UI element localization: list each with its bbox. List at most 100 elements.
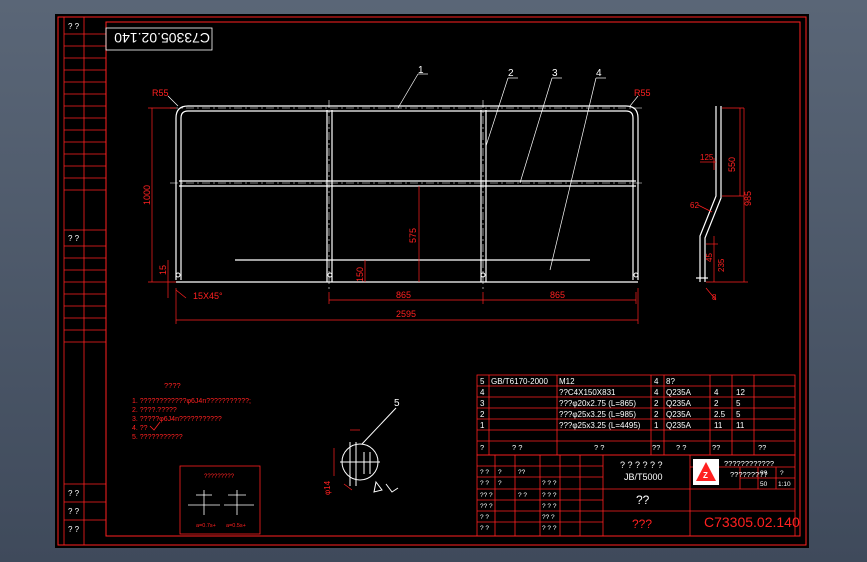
title-block-grid (476, 454, 796, 537)
outer-border (57, 16, 807, 546)
bom-1-w1: 11 (714, 421, 723, 430)
dim-150: 150 (355, 267, 365, 282)
callout-3: 3 (552, 68, 558, 79)
side-dimension-lines (697, 107, 748, 301)
company-logo: Z (693, 459, 719, 485)
bom-1-name: ???φ25x3.25 (L=4495) (559, 421, 641, 430)
dim-d14: φ14 (323, 480, 332, 495)
title-block-cell-marks: ? ???? ? ??? ? ? ?? ?? ?? ? ? ?? ?? ? ? … (480, 469, 557, 532)
bom-3-qty: 2 (654, 399, 659, 408)
bom-h-no: ? (480, 443, 484, 452)
side-label-b1: ? ? (68, 489, 80, 498)
drawing-sheet (55, 14, 809, 548)
bom-row-5: 5 GB/T6170-2000 M12 4 8? (480, 377, 675, 386)
callout-5: 5 (394, 398, 400, 409)
bom-5-code: GB/T6170-2000 (491, 377, 548, 386)
dim-62: 62 (690, 201, 699, 210)
bom-2-mat: Q235A (666, 410, 692, 419)
dim-1000: 1000 (142, 185, 152, 205)
callout-1: 1 (418, 65, 424, 76)
dim-550: 550 (727, 157, 737, 172)
svg-text:? ?: ? ? (480, 514, 489, 521)
bom-3-no: 3 (480, 399, 485, 408)
weld-title: ????????? (204, 474, 235, 480)
svg-text:? ?: ? ? (480, 480, 489, 487)
note-4-mark (149, 421, 161, 431)
title-name-cell: ??? (632, 517, 652, 531)
callout-2: 2 (508, 68, 514, 79)
rotated-number-box (105, 27, 213, 51)
unit-block-text2: ????????? (730, 470, 768, 479)
bom-1-qty: 1 (654, 421, 659, 430)
dim-chamfer: 15X45° (193, 291, 223, 301)
railing-front-view (175, 105, 639, 283)
bom-h-name: ? ? (594, 443, 604, 452)
title-scale-value: 1:10 (778, 481, 791, 488)
unit-block-text: ???????????? (724, 459, 774, 468)
bom-h-qty: ?? (652, 443, 660, 452)
bom-4-w2: 12 (736, 388, 745, 397)
svg-text:? ? ?: ? ? ? (542, 503, 557, 510)
svg-text:? ?: ? ? (518, 492, 527, 499)
dim-575: 575 (408, 228, 418, 243)
weld-symbol-box (179, 465, 261, 535)
detail-5-dims (333, 429, 360, 491)
bom-4-name: ??C4X150X831 (559, 388, 616, 397)
title-qmarks: ? ? ? ? ? ? (620, 460, 663, 470)
callout-leaders (167, 73, 639, 271)
weld-a2: a=0.5s+ (226, 523, 246, 529)
front-dimension-lines (148, 107, 639, 324)
svg-text:Z: Z (703, 471, 708, 480)
weld-a1: a=0.7s+ (196, 523, 216, 529)
bom-row-1: 1 ???φ25x3.25 (L=4495) 1 Q235A 11 11 (480, 421, 745, 430)
svg-text:?? ?: ?? ? (542, 514, 555, 521)
bom-header-row: ? ? ? ? ? ?? ? ? ?? ?? (480, 443, 766, 452)
bom-2-w1: 2.5 (714, 410, 726, 419)
side-label-b3: ? ? (68, 525, 80, 534)
bom-h-w1: ?? (712, 443, 720, 452)
radius-left-label: R55 (152, 88, 169, 98)
dim-865-left: 865 (396, 290, 411, 300)
note-1: 1. ????????????φ6J4n???????????; (132, 398, 251, 405)
bom-2-name: ???φ25x3.25 (L=985) (559, 410, 636, 419)
bom-4-no: 4 (480, 388, 485, 397)
side-label-b2: ? ? (68, 507, 80, 516)
bom-5-qty: 4 (654, 377, 659, 386)
svg-text:? ?: ? ? (480, 525, 489, 532)
bom-3-w1: 2 (714, 399, 719, 408)
bom-4-qty: 4 (654, 388, 659, 397)
title-scale-label: ? (780, 470, 784, 477)
weld-symbols (188, 490, 254, 515)
bom-row-2: 2 ???φ25x3.25 (L=985) 2 Q235A 2.5 5 (480, 410, 741, 419)
svg-text:? ? ?: ? ? ? (542, 525, 557, 532)
dim-985: 985 (743, 191, 753, 206)
left-binding-strip (63, 17, 106, 545)
bom-3-name: ???φ20x2.75 (L=865) (559, 399, 636, 408)
bom-2-qty: 2 (654, 410, 659, 419)
callout-4: 4 (596, 68, 602, 79)
bom-row-3: 3 ???φ20x2.75 (L=865) 2 Q235A 2 5 (480, 399, 741, 408)
bom-1-w2: 11 (736, 421, 745, 430)
svg-text:?? ?: ?? ? (480, 492, 493, 499)
bom-row-4: 4 ??C4X150X831 4 Q235A 4 12 (480, 388, 745, 397)
bom-4-mat: Q235A (666, 388, 692, 397)
svg-text:? ? ?: ? ? ? (542, 492, 557, 499)
side-label-top: ? ? (68, 22, 80, 31)
title-weight-value: 50 (760, 481, 768, 488)
radius-right-label: R55 (634, 88, 651, 98)
bom-3-mat: Q235A (666, 399, 692, 408)
side-label-mid: ? ? (68, 234, 80, 243)
dim-125: 125 (700, 153, 714, 162)
bom-h-code: ? ? (512, 443, 522, 452)
note-3: 3. ?????φ6J4n??????????? (132, 416, 222, 423)
dim-15: 15 (158, 265, 168, 275)
bom-h-w2: ?? (758, 443, 766, 452)
rotated-drawing-number: C73305.02.140 (114, 30, 210, 46)
dim-2595: 2595 (396, 309, 416, 319)
bom-2-no: 2 (480, 410, 485, 419)
bom-1-mat: Q235A (666, 421, 692, 430)
title-drawing-number: C73305.02.140 (704, 514, 800, 530)
dim-865-right: 865 (550, 290, 565, 300)
note-2: 2. ????.????? (132, 407, 177, 414)
